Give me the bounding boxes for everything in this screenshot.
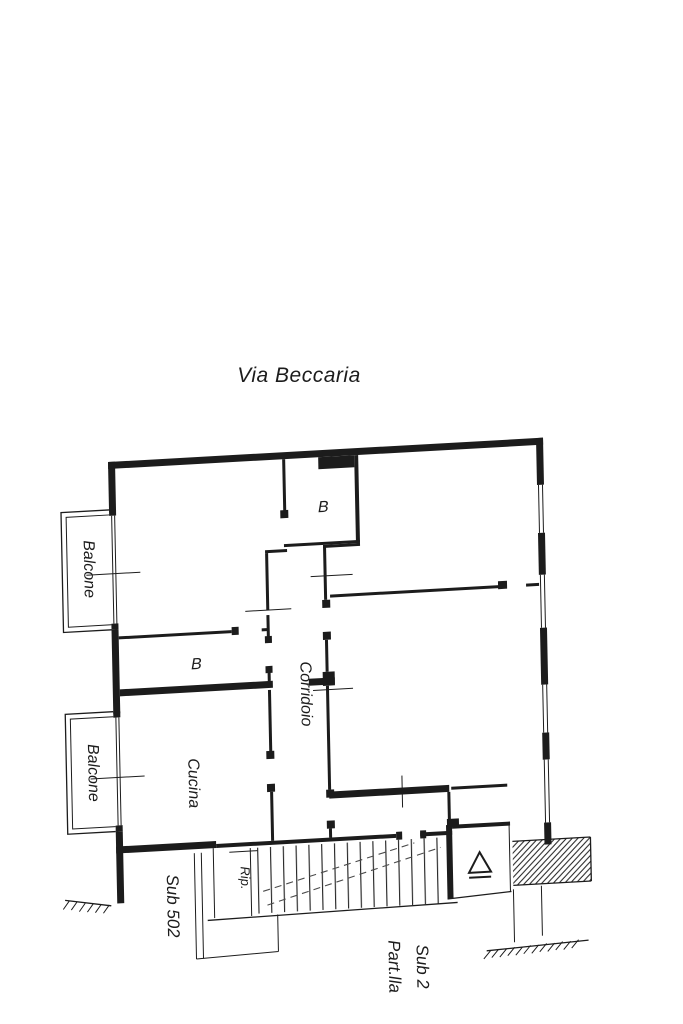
staircase	[207, 837, 458, 922]
entry-landing	[446, 818, 512, 900]
external-stairs	[512, 836, 592, 886]
balcony-top	[60, 509, 112, 634]
label-balcone-bottom: Balcone	[84, 743, 102, 802]
label-ripostiglio: Rip.	[238, 866, 253, 890]
label-bagno-top: B	[318, 499, 329, 517]
outer-walls	[108, 437, 552, 904]
label-sub-2: Sub 2	[412, 944, 432, 990]
label-cucina: Cucina	[184, 758, 202, 809]
label-sub-502: Sub 502	[163, 874, 183, 939]
lower-extension	[62, 852, 589, 960]
label-particella: Part.lla	[384, 939, 404, 993]
plan-group: Balcone Balcone B B Corridoio Cucina Rip…	[60, 437, 592, 993]
measure-ticks	[86, 571, 404, 853]
label-bagno-mid: B	[191, 656, 202, 674]
balcony-bottom	[64, 711, 116, 835]
windows	[111, 484, 551, 826]
label-balcone-top: Balcone	[80, 540, 98, 599]
interior-walls	[118, 455, 540, 841]
street-label: Via Beccaria	[237, 364, 361, 387]
label-corridoio: Corridoio	[296, 661, 314, 727]
stair-arrow-icon	[467, 850, 493, 879]
